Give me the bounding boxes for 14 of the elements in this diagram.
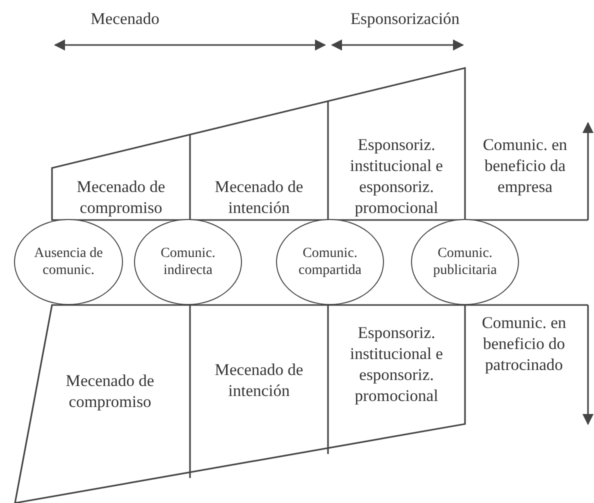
axis-label: Comunic. en beneficio do patrocinado xyxy=(480,312,568,375)
cell-text: Mecenado de intención xyxy=(214,359,304,401)
cell-text: Mecenado de intención xyxy=(214,176,304,218)
axis-label: Comunic. en beneficio da empresa xyxy=(482,134,568,197)
ellipse-node: Ausencia de comunic. xyxy=(14,219,123,305)
ellipse-node: Comunic. indirecta xyxy=(134,219,242,305)
ellipse-node: Comunic. publicitaria xyxy=(411,219,519,305)
cell-text: Mecenado de compromiso xyxy=(64,370,156,412)
cell-text: Mecenado de compromiso xyxy=(76,176,166,218)
cell-text: Esponsoriz. institucional e esponsoriz. promocional xyxy=(348,322,444,406)
axis-label: Mecenado xyxy=(90,8,160,29)
ellipse-node: Comunic. compartida xyxy=(276,219,384,305)
cell-text: Esponsoriz. institucional e esponsoriz. promocional xyxy=(348,134,444,218)
axis-label: Esponsorización xyxy=(349,8,461,29)
